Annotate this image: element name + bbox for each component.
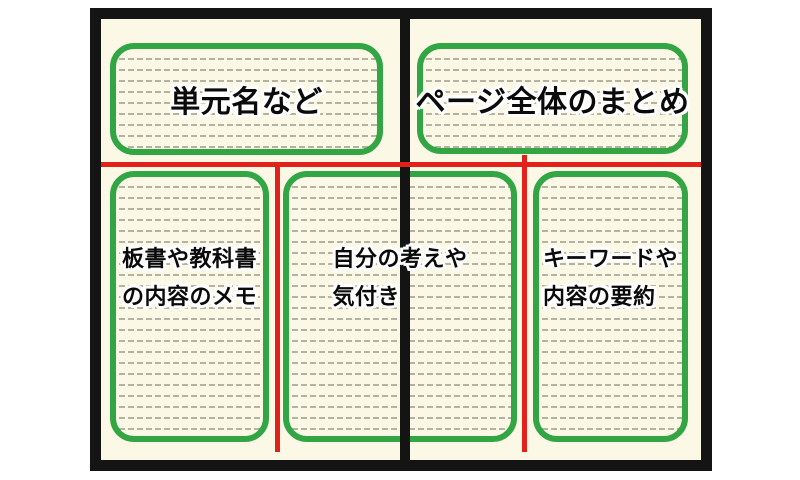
board-memo-line-2: の内容のメモ: [121, 285, 257, 310]
own-thoughts-line-2: 気付き: [332, 285, 400, 310]
red-horizontal-divider: [101, 162, 701, 167]
keywords-summary-label: キーワードや 内容の要約: [543, 241, 678, 317]
notebook-spine: [400, 19, 410, 460]
section-page-summary: ページ全体のまとめ: [415, 43, 690, 154]
own-thoughts-label: 自分の考えや 気付き: [332, 241, 467, 317]
board-memo-line-1: 板書や教科書: [121, 247, 257, 272]
notebook-frame: 単元名など ページ全体のまとめ 板書や教科書 の内容のメモ 自分の考えや 気付き…: [90, 8, 712, 471]
keywords-summary-line-2: 内容の要約: [542, 285, 656, 310]
section-keywords-summary: キーワードや 内容の要約: [533, 171, 688, 442]
page-summary-label: ページ全体のまとめ: [415, 84, 690, 120]
board-memo-label: 板書や教科書 の内容のメモ: [122, 241, 257, 317]
section-unit-name: 単元名など: [110, 43, 383, 155]
unit-name-label: 単元名など: [170, 85, 323, 120]
section-board-memo: 板書や教科書 の内容のメモ: [110, 171, 269, 442]
keywords-summary-line-1: キーワードや: [542, 247, 678, 272]
red-vertical-divider-left: [275, 162, 280, 452]
own-thoughts-line-1: 自分の考えや: [332, 247, 468, 272]
red-vertical-divider-right: [522, 155, 527, 452]
